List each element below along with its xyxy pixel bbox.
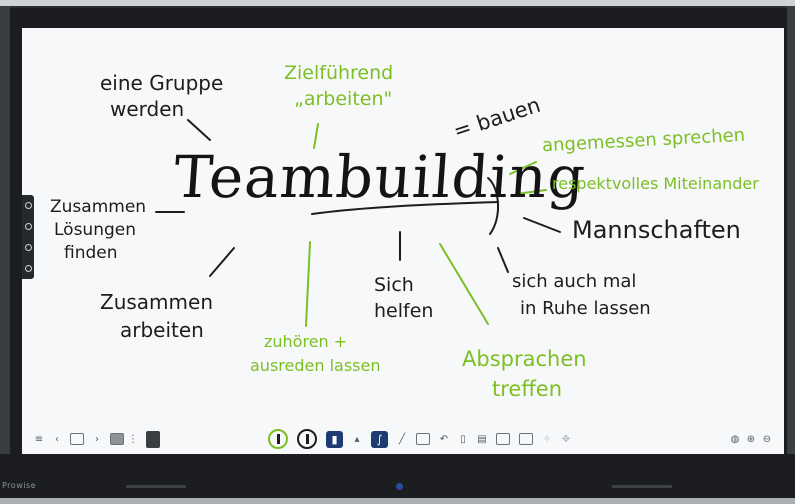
connector-lines bbox=[155, 119, 561, 327]
toolbar-right-group: ◍ ⊕ ⊖ bbox=[730, 424, 772, 454]
note-za-line-1: Zusammen bbox=[100, 290, 213, 314]
image-tool-icon[interactable] bbox=[496, 433, 510, 445]
text-icon[interactable]: ▤ bbox=[477, 433, 487, 445]
zoom-out-icon[interactable]: ⊖ bbox=[762, 433, 772, 445]
stand-right bbox=[612, 485, 672, 488]
toolbar-left-group: ≡ ‹ › bbox=[34, 424, 124, 454]
note-gruppe-line-2: werden bbox=[110, 97, 185, 121]
zoom-in-icon[interactable]: ⊕ bbox=[746, 433, 756, 445]
more-vertical-icon[interactable]: ⋮ bbox=[128, 433, 138, 445]
globe-icon[interactable]: ◍ bbox=[730, 433, 740, 445]
toolbar-more-group: ⋮ bbox=[128, 424, 160, 454]
stand-left bbox=[126, 485, 186, 488]
side-expand-icon[interactable] bbox=[24, 202, 32, 209]
line-zuhoeren bbox=[305, 241, 311, 327]
side-tool-icon-3[interactable] bbox=[24, 265, 32, 272]
note-zf-line-2: „arbeiten" bbox=[294, 88, 393, 110]
note-respektvoll: respektvolles Miteinander bbox=[552, 174, 759, 193]
side-tool-icon-1[interactable] bbox=[24, 223, 32, 230]
camera-icon[interactable] bbox=[519, 433, 533, 445]
bottom-toolbar: ≡ ‹ › ⋮ ▮ ▴ ∫ ╱ ↶ ▯ ▤ ✧ bbox=[22, 424, 784, 454]
note-ab-line-2: treffen bbox=[492, 377, 563, 401]
note-zielfuehrend: Zielführend „arbeiten" bbox=[284, 60, 393, 112]
line-zielfuehrend bbox=[313, 123, 319, 149]
toolbar-center-group: ▮ ▴ ∫ ╱ ↶ ▯ ▤ ✧ ✥ bbox=[268, 424, 571, 454]
pen-black-icon[interactable] bbox=[297, 429, 317, 449]
side-tool-icon-2[interactable] bbox=[24, 244, 32, 251]
line-absprachen bbox=[439, 243, 489, 325]
note-zusammen-loesungen: Zusammen Lösungen finden bbox=[50, 196, 146, 265]
note-sich-helfen: Sich helfen bbox=[374, 272, 433, 324]
note-zl-line-2: Lösungen bbox=[54, 220, 137, 240]
note-absprachen: Absprachen treffen bbox=[462, 344, 587, 404]
note-zl-line-3: finden bbox=[64, 243, 118, 263]
brand-logo: Prowise bbox=[2, 481, 37, 490]
note-gruppe-line-1: eine Gruppe bbox=[100, 71, 224, 95]
note-zuhoeren: zuhören + ausreden lassen bbox=[250, 330, 380, 378]
line-arbeiten bbox=[209, 247, 235, 277]
eraser-icon[interactable]: ▯ bbox=[460, 433, 466, 445]
chevron-right-icon[interactable]: › bbox=[95, 433, 99, 445]
page-panel-icon[interactable] bbox=[146, 430, 160, 448]
title-underline bbox=[311, 201, 499, 215]
center-title: Teambuilding bbox=[171, 143, 589, 211]
page-thumbnail-icon[interactable] bbox=[70, 433, 84, 445]
note-ruhe: sich auch mal in Ruhe lassen bbox=[512, 268, 651, 322]
line-mannschaften bbox=[523, 217, 561, 233]
note-zh-line-2: ausreden lassen bbox=[250, 356, 381, 375]
line-angemessen bbox=[509, 161, 537, 175]
side-toolbar[interactable] bbox=[22, 195, 34, 279]
pen-tool-icon[interactable]: ∫ bbox=[371, 430, 388, 448]
note-ruhe-line-1: sich auch mal bbox=[512, 271, 637, 292]
select-icon[interactable]: ▮ bbox=[326, 430, 343, 448]
line-icon[interactable]: ╱ bbox=[398, 433, 406, 445]
shape-icon[interactable] bbox=[416, 433, 430, 445]
bezel-edge-right bbox=[787, 6, 795, 498]
note-ruhe-line-2: in Ruhe lassen bbox=[520, 298, 651, 319]
whiteboard-screen[interactable]: Teambuilding eine Gruppe werden Zusammen… bbox=[22, 28, 784, 454]
marker-icon[interactable]: ▴ bbox=[354, 433, 360, 445]
note-sh-line-1: Sich bbox=[374, 274, 414, 296]
menu-icon[interactable]: ≡ bbox=[34, 433, 44, 445]
note-zh-line-1: zuhören + bbox=[264, 332, 348, 351]
pointer-icon[interactable]: ✧ bbox=[542, 433, 552, 445]
bezel-edge-left bbox=[0, 6, 10, 498]
note-za-line-2: arbeiten bbox=[120, 318, 204, 342]
pen-green-icon[interactable] bbox=[268, 429, 288, 449]
note-mannschaften: Mannschaften bbox=[572, 216, 741, 244]
title-hook bbox=[487, 177, 500, 235]
note-zusammen-arbeiten: Zusammen arbeiten bbox=[100, 288, 213, 344]
line-respektvoll bbox=[515, 189, 547, 195]
undo-icon[interactable]: ↶ bbox=[439, 433, 449, 445]
line-gruppe bbox=[187, 119, 211, 141]
image-icon[interactable] bbox=[110, 433, 124, 445]
note-sh-line-2: helfen bbox=[374, 300, 434, 322]
note-zf-line-1: Zielführend bbox=[284, 62, 394, 84]
chevron-left-icon[interactable]: ‹ bbox=[55, 433, 59, 445]
move-icon[interactable]: ✥ bbox=[561, 433, 571, 445]
bottom-frame bbox=[0, 454, 795, 498]
camera-lens bbox=[396, 483, 403, 490]
note-ab-line-1: Absprachen bbox=[462, 347, 587, 371]
line-ruhe bbox=[497, 247, 509, 273]
note-gruppe: eine Gruppe werden bbox=[100, 70, 223, 122]
note-zl-line-1: Zusammen bbox=[50, 197, 147, 217]
